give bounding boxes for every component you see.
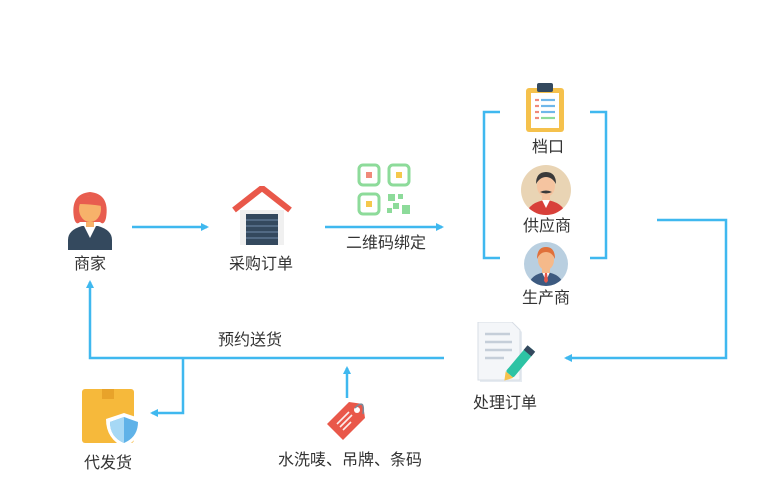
producer-label: 生产商 [521, 288, 571, 307]
producer-avatar-icon [524, 242, 568, 286]
arrow-group-to-process [564, 218, 728, 362]
stall-label: 档口 [531, 137, 565, 156]
qr-code-icon [357, 163, 411, 216]
qr-binding-label: 二维码绑定 [345, 233, 427, 252]
group-bracket-right [590, 110, 608, 260]
purchase-order-label: 采购订单 [228, 254, 294, 273]
warehouse-icon [232, 186, 292, 245]
arrow-branch-to-dropship [150, 358, 185, 417]
tags-label: 水洗唛、吊牌、条码 [277, 450, 423, 469]
supplier-avatar-icon [521, 165, 571, 215]
document-pen-icon [477, 322, 536, 382]
merchant-label: 商家 [73, 254, 107, 273]
arrow-process-to-merchant [86, 280, 444, 360]
clipboard-icon [526, 83, 564, 132]
price-tag-icon [327, 402, 365, 440]
reserve-delivery-label: 预约送货 [217, 330, 283, 349]
businesswoman-icon [68, 192, 112, 250]
group-bracket-left [482, 110, 500, 260]
supplier-label: 供应商 [522, 216, 572, 235]
box-shield-icon [82, 389, 142, 447]
process-order-label: 处理订单 [472, 393, 538, 412]
drop-shipping-label: 代发货 [83, 453, 133, 472]
